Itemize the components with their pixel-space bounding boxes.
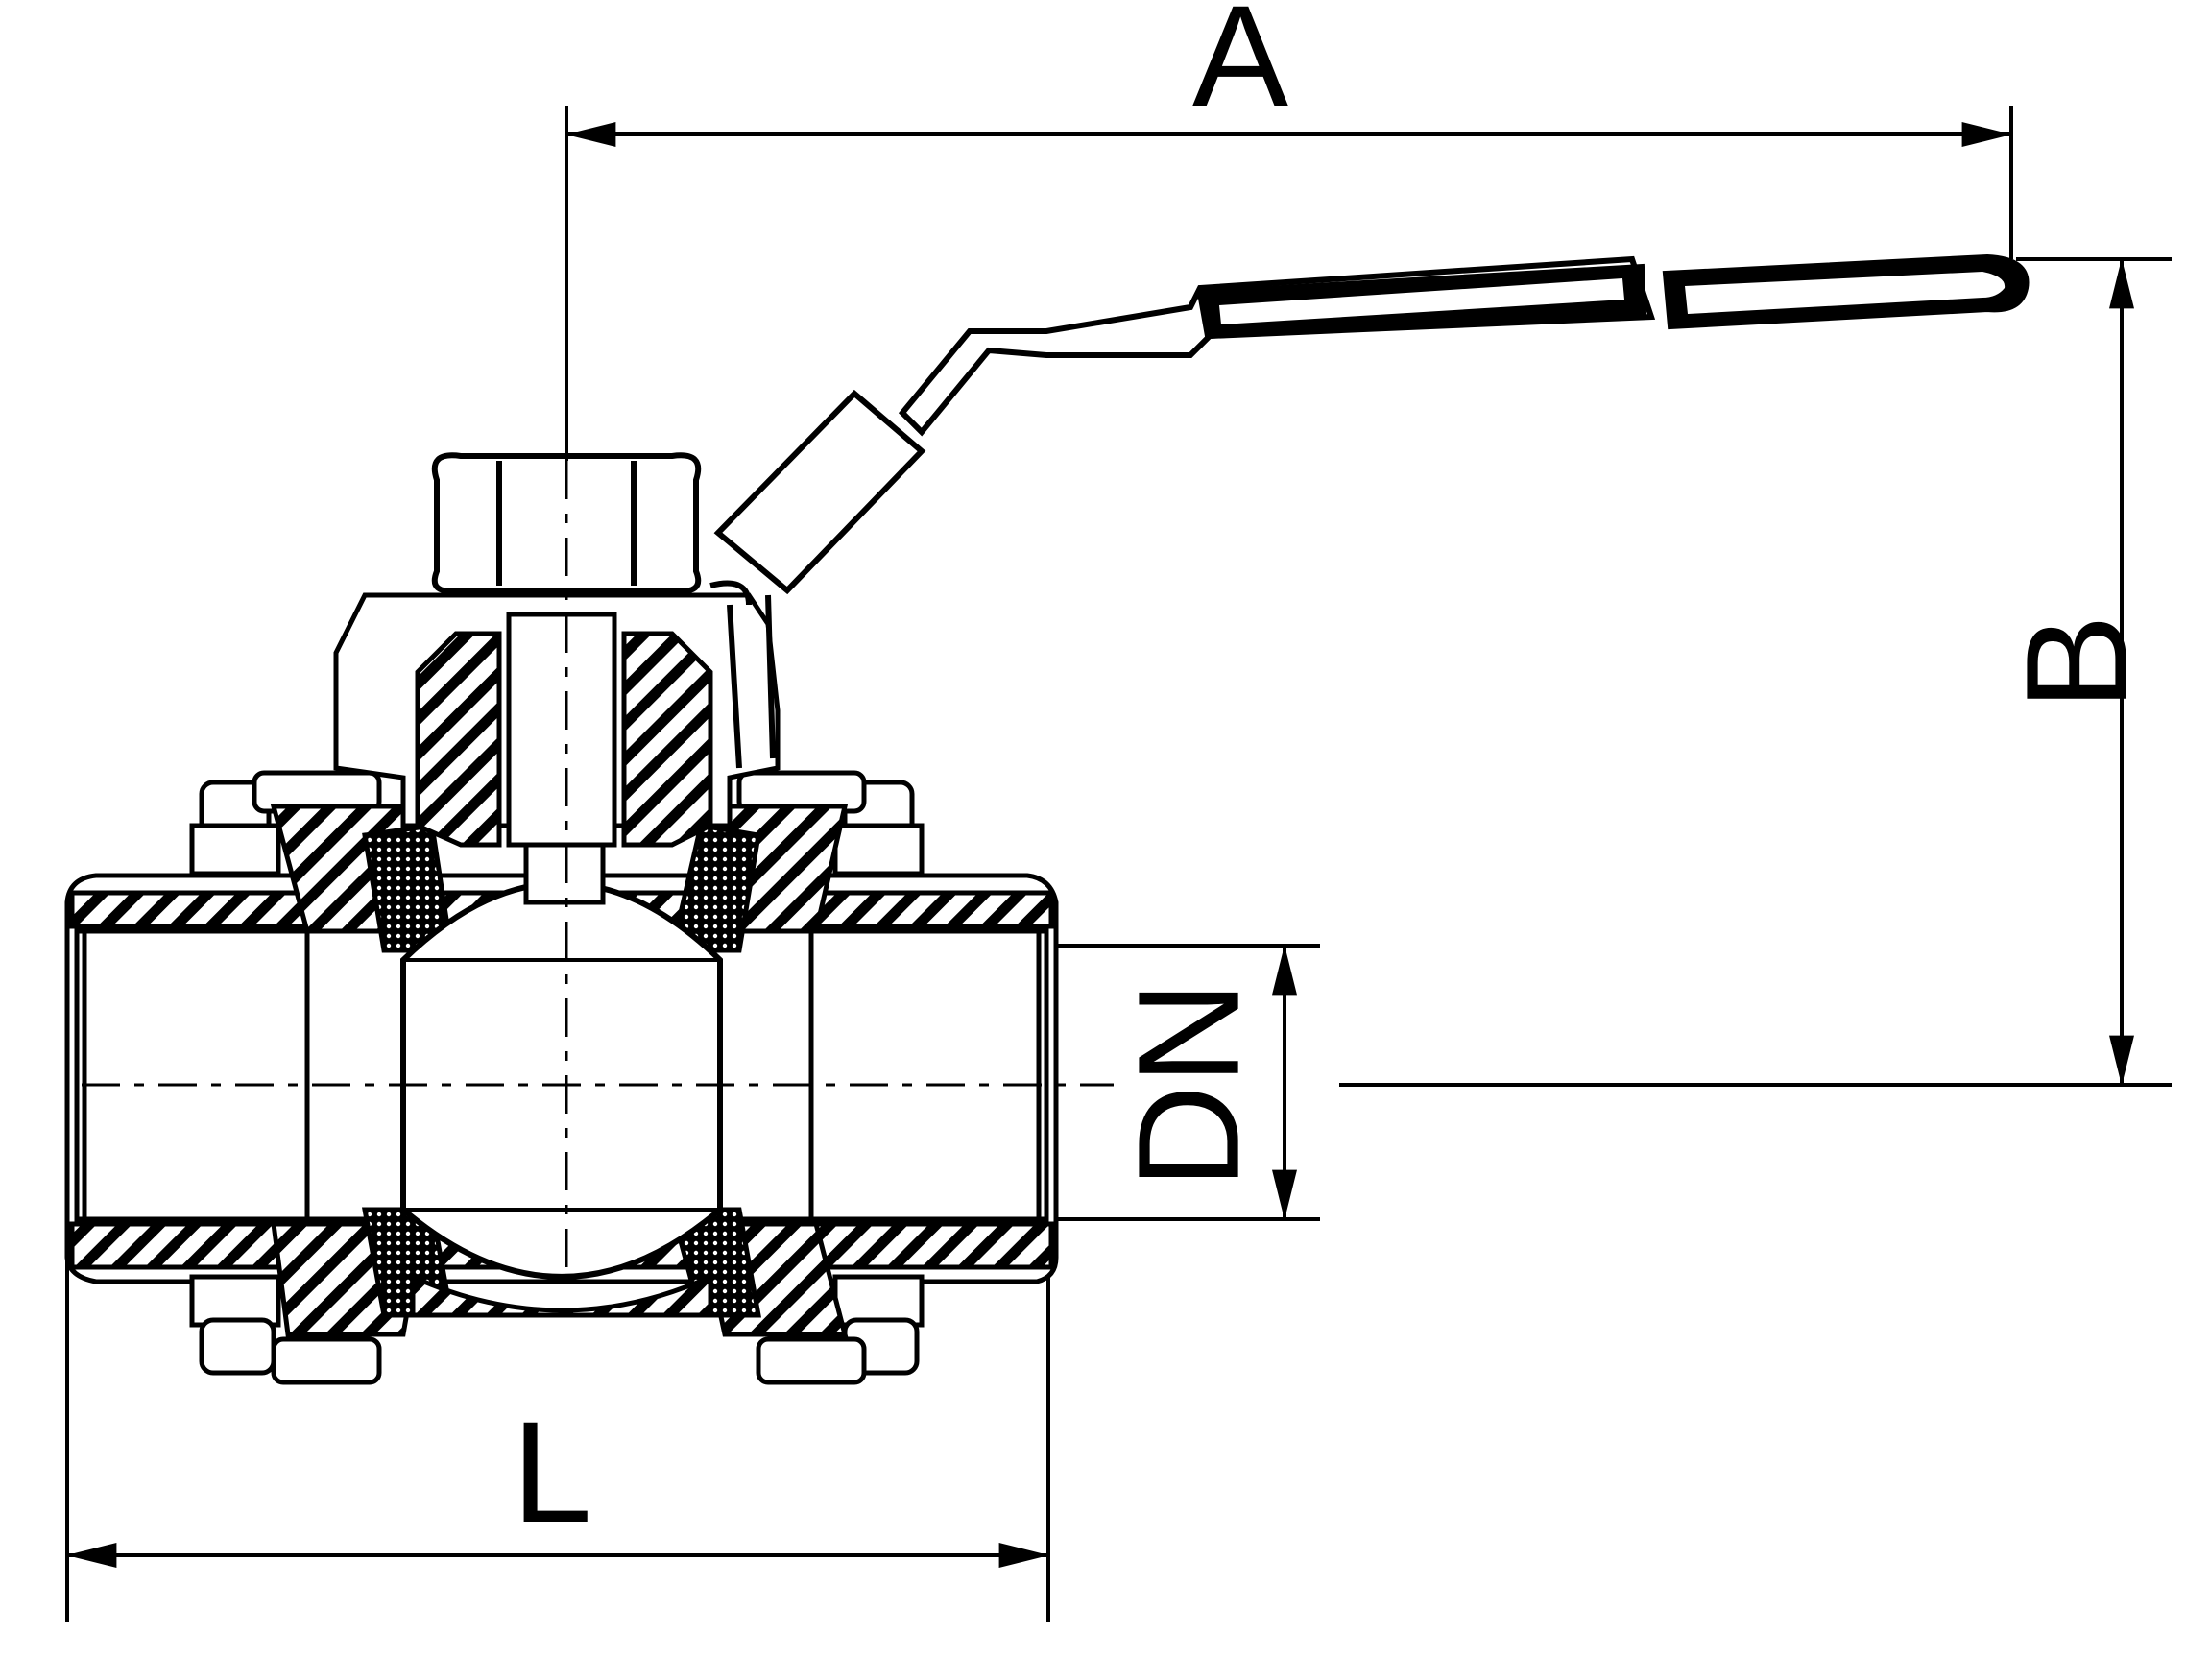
label-l: L [512, 1391, 591, 1552]
label-a: A [1192, 0, 1288, 136]
label-dn: DN [1108, 981, 1269, 1189]
body-bolts-top [189, 770, 925, 876]
dimension-lines [65, 106, 2172, 1622]
label-b: B [1996, 614, 2157, 710]
bonnet [333, 592, 781, 905]
center-lines [82, 461, 1114, 1277]
handle-lever [709, 253, 2030, 769]
ball-seats [362, 823, 761, 1318]
stem-nut [431, 452, 702, 594]
